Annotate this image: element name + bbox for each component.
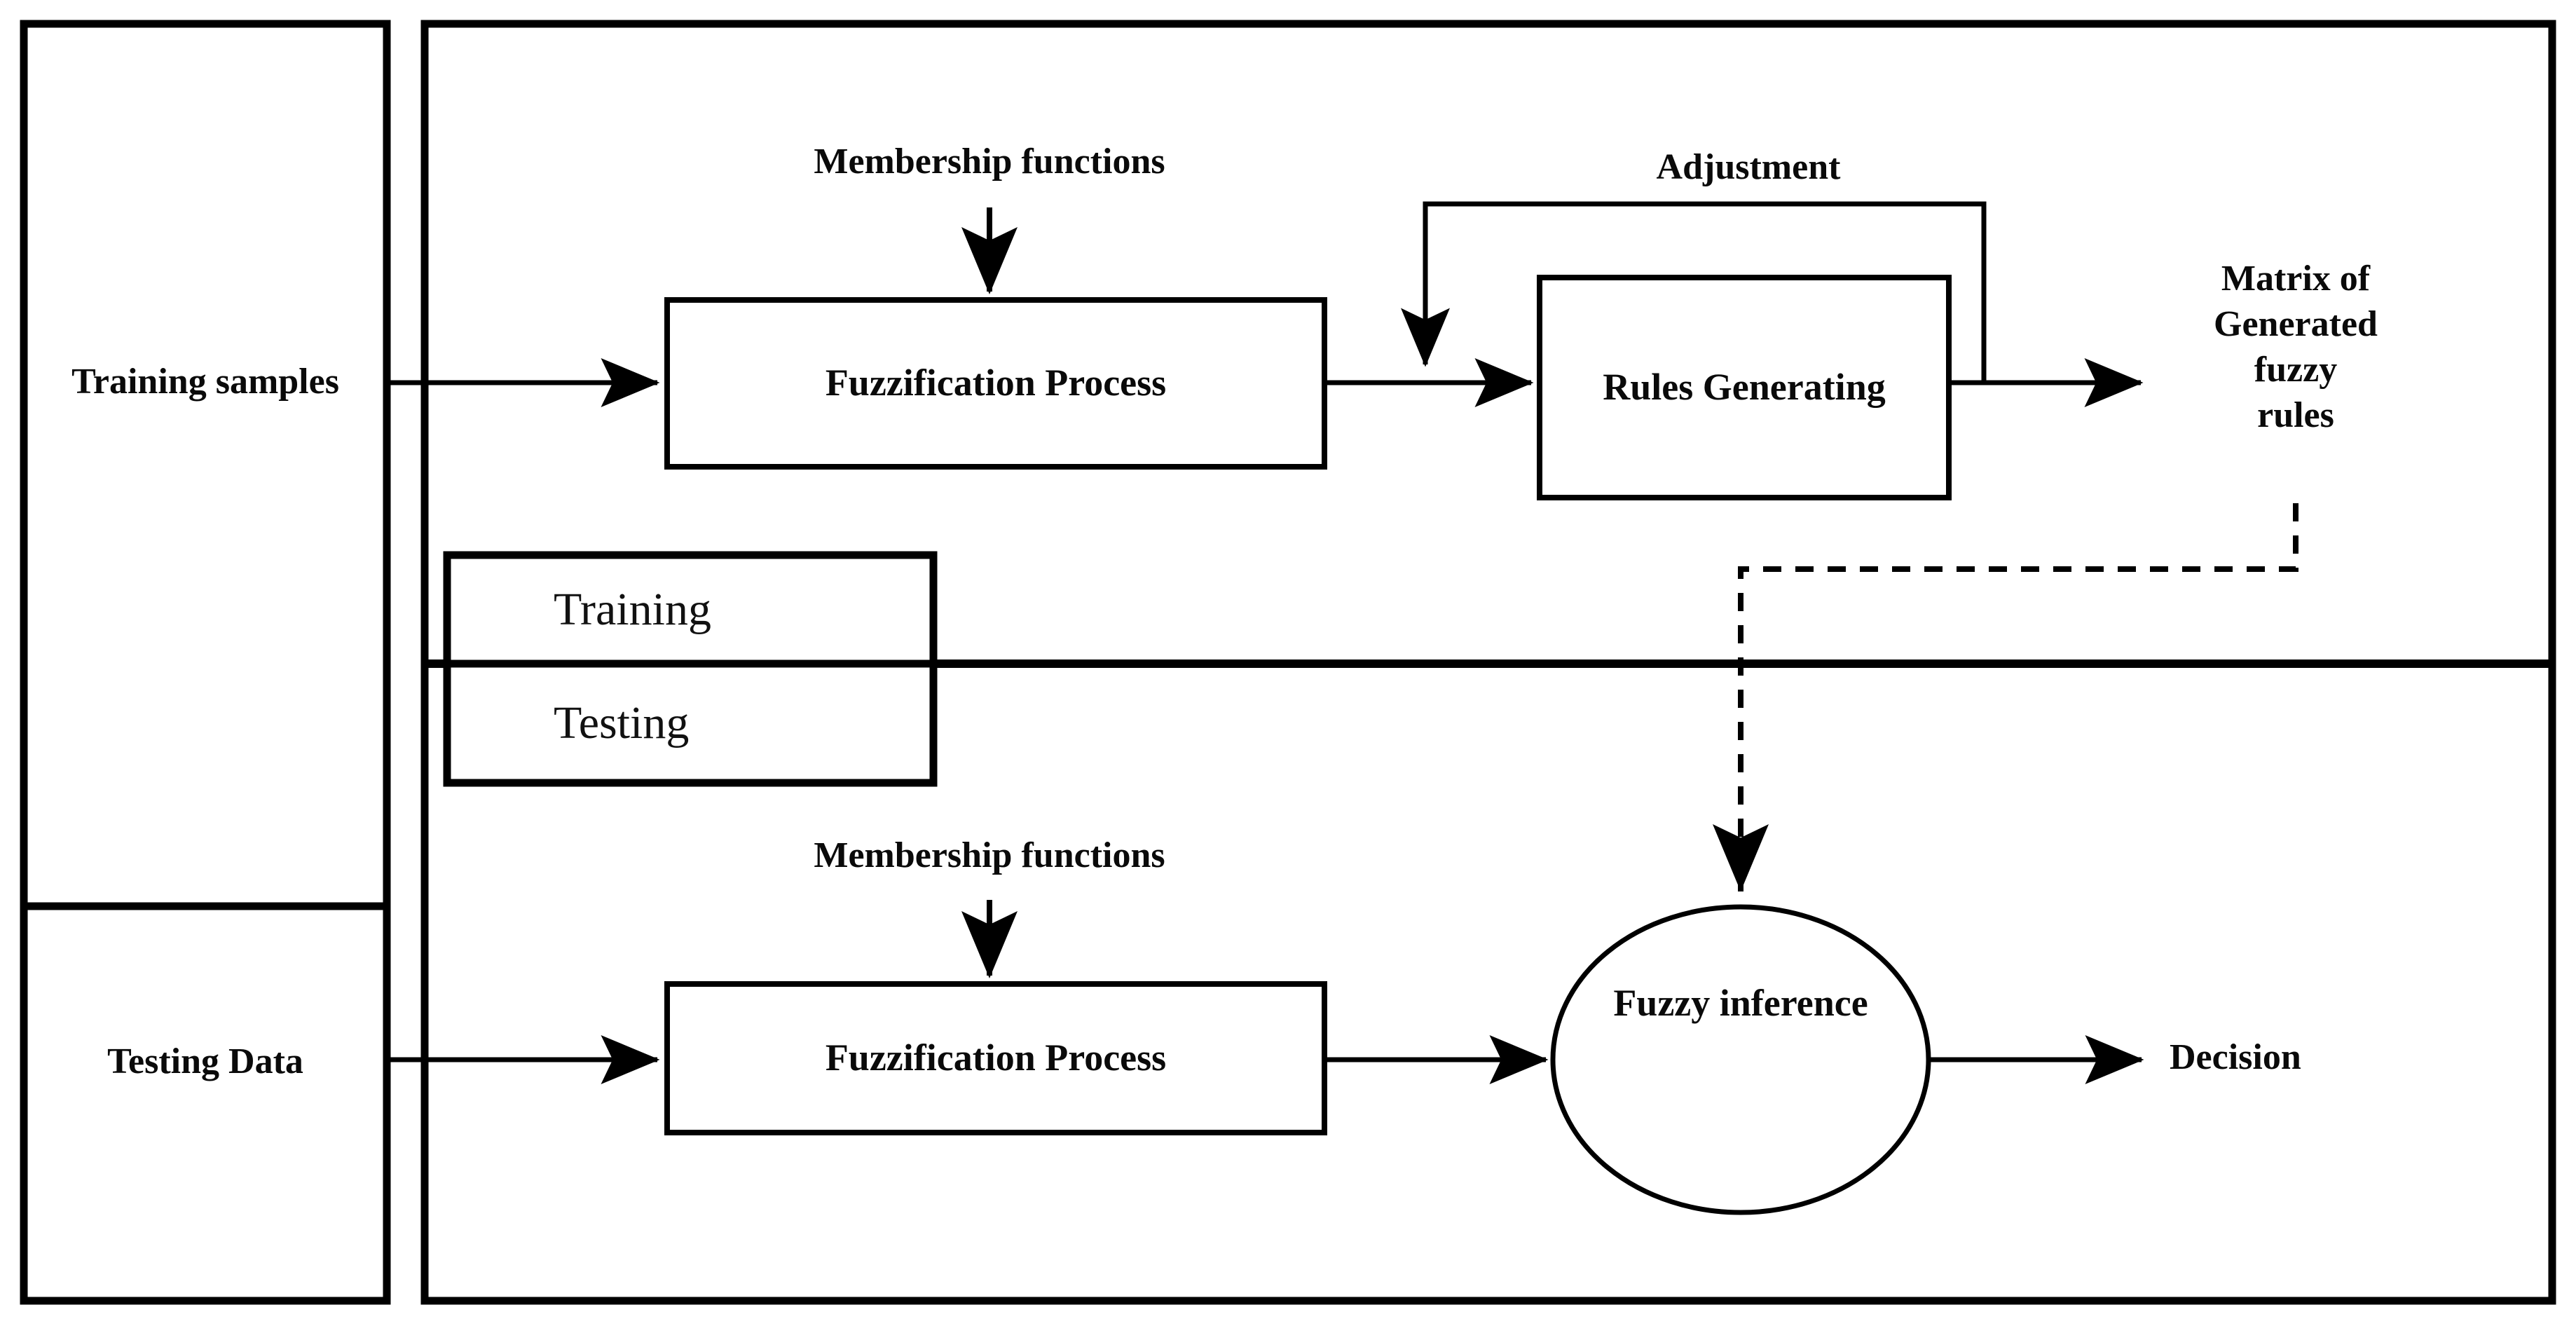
rules-generating-box-border [1537,275,1952,500]
label-testing-data: Testing Data [107,1041,303,1082]
phase-label-box-testing [443,659,938,787]
label-adjustment: Adjustment [1656,147,1841,187]
label-phase-training: Training [554,583,711,635]
label-membership-functions-testing: Membership functions [814,835,1165,875]
label-decision: Decision [2170,1037,2301,1077]
label-training-samples: Training samples [71,362,339,402]
phase-label-box-training [443,551,938,668]
label-membership-functions-training: Membership functions [814,142,1165,182]
label-rules-generating: Rules Generating [1603,366,1886,409]
label-fuzzy-inference: Fuzzy inference [1613,982,1868,1024]
label-fuzzification-process-testing: Fuzzification Process [825,1037,1167,1079]
label-fuzzification-process-training: Fuzzification Process [825,362,1167,404]
data-source-panel-border [20,20,391,1305]
label-matrix-of-generated-fuzzy-rules: Matrix of Generated fuzzy rules [2214,259,2378,435]
label-phase-testing: Testing [554,697,690,749]
fuzzification-box-training-border [664,297,1327,470]
fuzzification-box-testing-border [664,981,1327,1135]
dashed-link-matrix-to-fuzzy-inference [1713,503,2298,891]
